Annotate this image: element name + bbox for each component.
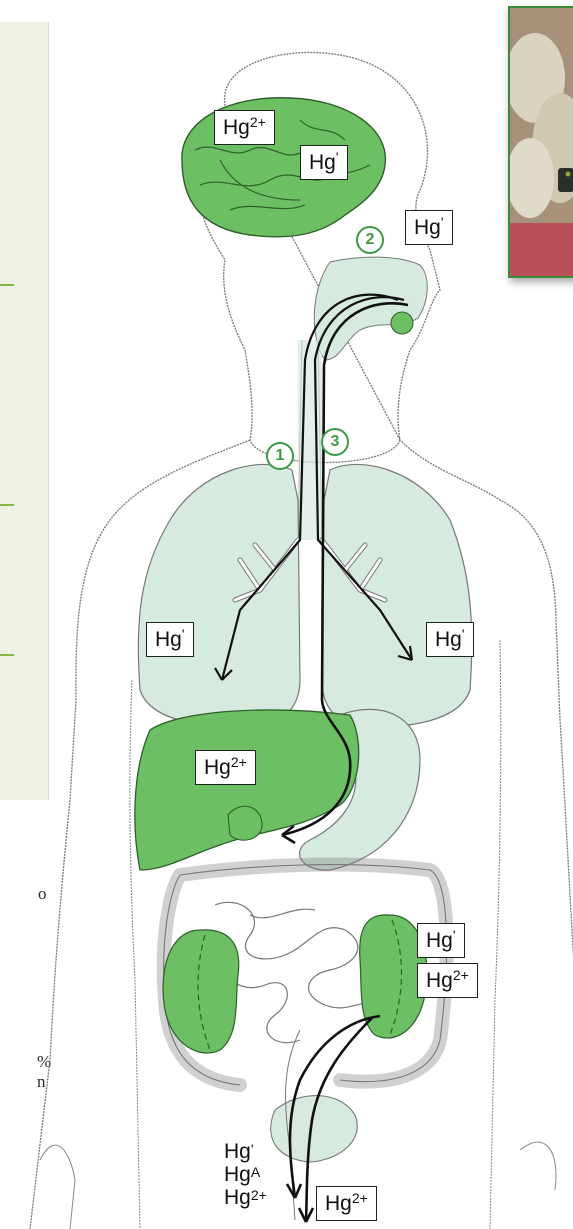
gallbladder [228, 806, 262, 840]
hand-outline [40, 1145, 75, 1229]
label-lung-left: Hg' [146, 622, 194, 657]
brain [182, 98, 385, 237]
label-excretion-stool: Hg' HgA Hg2+ [224, 1140, 267, 1209]
hand-outline [520, 1142, 556, 1190]
route-marker-2: 2 [356, 226, 384, 254]
label-brain-right: Hg' [300, 145, 348, 180]
label-brain-left: Hg2+ [214, 110, 275, 145]
label-urine: Hg2+ [316, 1186, 377, 1221]
kidney-left [163, 930, 239, 1053]
lung-right [322, 464, 472, 726]
mouth-amalgam [391, 312, 413, 334]
route-marker-3: 3 [321, 428, 349, 456]
label-mouth: Hg' [405, 210, 453, 245]
label-lung-right: Hg' [426, 622, 474, 657]
label-kidney-bottom: Hg2+ [417, 963, 478, 998]
label-liver: Hg2+ [195, 750, 256, 785]
route-marker-1: 1 [266, 442, 294, 470]
lung-left [138, 464, 300, 726]
dental-amalgam-photo [508, 6, 573, 278]
tooth-photo-icon [510, 8, 573, 278]
label-kidney-top: Hg' [417, 923, 465, 958]
